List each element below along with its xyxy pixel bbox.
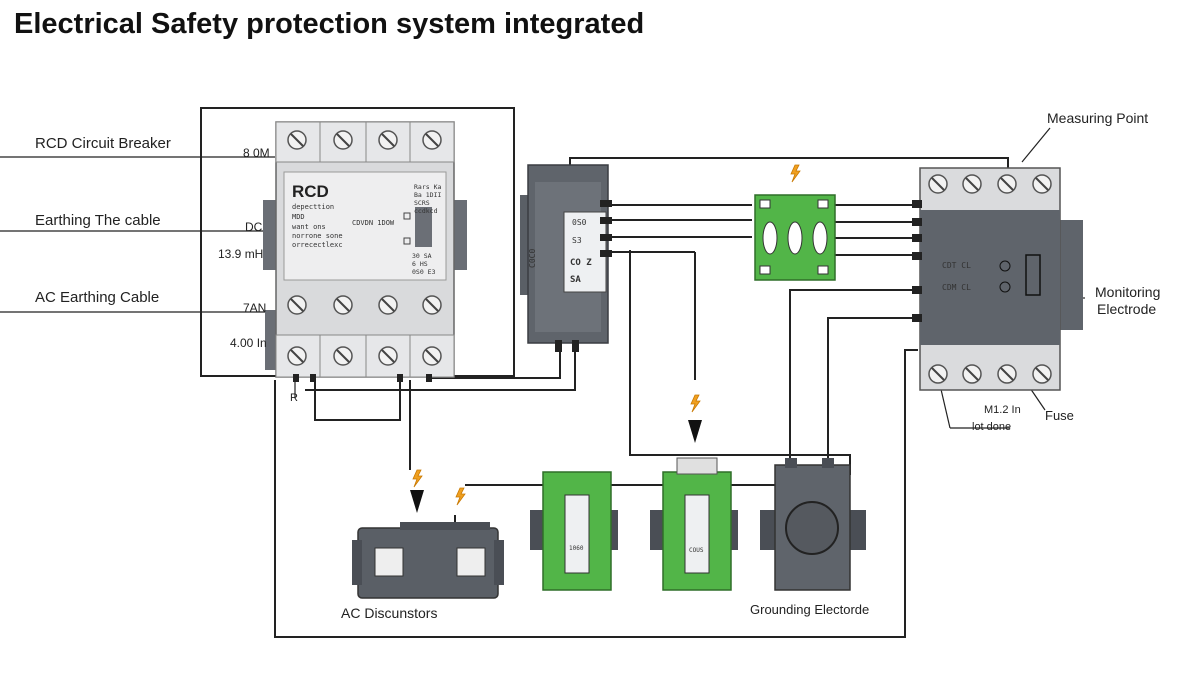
rcd-name: RCD [292,182,329,201]
rcd-text-2: MDD [292,213,305,221]
label-monitoring-2: Electrode [1097,301,1156,317]
module-code-4: CO Z [570,258,592,268]
monitor-row-1: CDT CL [942,261,971,270]
rcd-text-b2: 6 HS [412,260,428,268]
wiring-lines [0,107,1085,638]
annotation-13mh: 13.9 mH [218,247,263,261]
annotation-8om: 8 0M [243,146,270,160]
annotation-fuse-sub: lot done [972,421,1011,433]
module-code-5: SA [570,275,581,285]
diagram-title: Electrical Safety protection system inte… [14,8,645,40]
annotation-dc: DC [245,220,263,234]
rcd-breaker: RCD depecttion MDD want ons norrone sone… [263,121,467,382]
grounding-electrode [760,458,866,591]
rcd-text-3: want ons [292,223,326,231]
monitoring-unit: CDT CL CDM CL [912,167,1083,391]
green-connector-left: 1060 [530,471,618,591]
connector-left-text: 1060 [569,545,584,552]
ac-disconnector [352,469,504,599]
monitor-row-2: CDM CL [942,283,971,292]
module-code-1: C0C0 [528,249,537,268]
rcd-text-b1: 30 SA [412,252,432,260]
label-rcd-circuit-breaker: RCD Circuit Breaker [35,135,171,152]
annotation-r: R [290,392,298,404]
rcd-text-1: depecttion [292,203,334,211]
rcd-text-r4: ccdkcd [414,207,438,215]
annotation-fuse-value: M1.2 In [984,404,1021,416]
label-measuring-point: Measuring Point [1047,110,1148,126]
label-ac-earthing-cable: AC Earthing Cable [35,289,159,306]
rcd-text-r2: Ba 1DII [414,191,441,199]
label-monitoring-1: Monitoring [1095,284,1160,300]
rcd-text-r3: SCRS [414,199,430,207]
green-connector-right: COUS [650,394,738,591]
module-code-2: 0S0 [572,218,587,227]
rcd-text-b3: 0S0 E3 [412,268,436,276]
connector-right-text: COUS [689,547,704,554]
label-ac-disconnectors: AC Discunstors [341,605,437,621]
rcd-text-mid: CDVDN 1DOW [352,219,395,227]
rcd-text-5: orrecectlexc [292,241,343,249]
label-earthing-cable: Earthing The cable [35,212,161,229]
surge-module: C0C0 0S0 S3 CO Z SA [520,164,612,352]
rcd-text-r1: Rars Ka [414,183,441,191]
module-code-3: S3 [572,236,582,245]
label-fuse: Fuse [1045,408,1074,423]
rcd-text-4: norrone sone [292,232,343,240]
annotation-4in: 4.00 In [230,336,267,350]
label-grounding-electrode: Grounding Electorde [750,602,869,617]
green-terminal-block [754,164,836,281]
annotation-7an: 7AN [243,301,266,315]
